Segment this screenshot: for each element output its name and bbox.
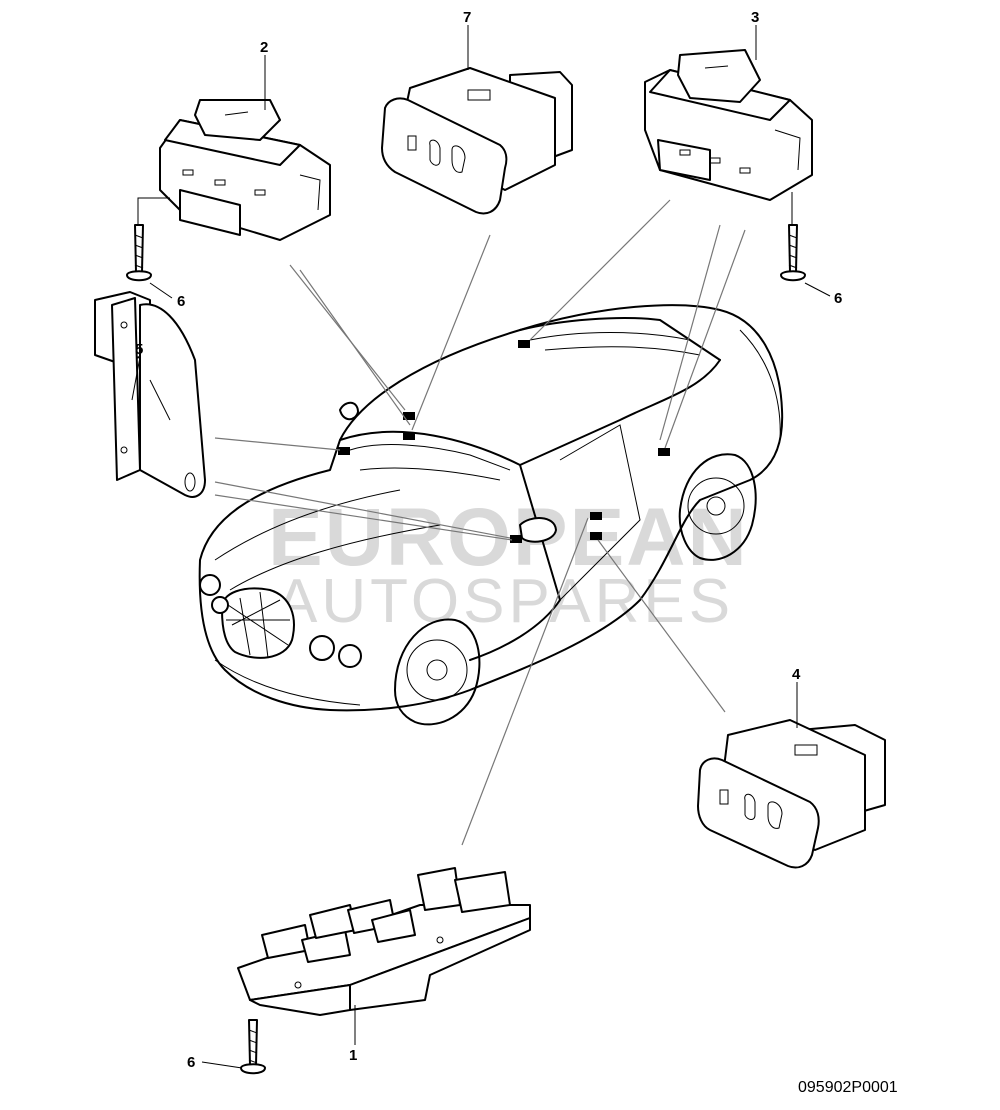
leader-lines xyxy=(131,25,831,1069)
marker-center-a xyxy=(403,412,415,420)
callout-3: 3 xyxy=(751,9,759,26)
callout-4: 4 xyxy=(792,666,801,683)
callout-7: 7 xyxy=(463,9,471,26)
marker-roof xyxy=(518,340,530,348)
marker-center-b xyxy=(403,432,415,440)
car-illustration xyxy=(198,304,784,726)
screw-top-left xyxy=(126,224,152,282)
callout-1: 1 xyxy=(349,1047,357,1064)
callout-6-right: 6 xyxy=(834,290,842,307)
part-4-seat-switch xyxy=(697,719,886,869)
marker-rear xyxy=(658,448,670,456)
part-5-switch xyxy=(94,291,206,498)
marker-door-b xyxy=(590,512,602,520)
part-2-window-switch xyxy=(159,99,331,241)
callout-6-left: 6 xyxy=(177,293,185,310)
reference-code: 095902P0001 xyxy=(798,1079,898,1096)
marker-dash-left xyxy=(338,447,350,455)
screw-top-right xyxy=(780,224,806,282)
pointer-lines xyxy=(214,199,746,846)
callout-2: 2 xyxy=(260,39,268,56)
screw-bottom xyxy=(240,1019,266,1075)
part-1-master-switch xyxy=(237,867,531,1016)
part-7-seat-switch xyxy=(381,67,573,215)
watermark-line2: AUTOSPARES xyxy=(276,567,734,636)
callout-5: 5 xyxy=(135,341,143,358)
marker-door-c xyxy=(590,532,602,540)
callout-6-bottom: 6 xyxy=(187,1054,195,1071)
part-3-window-switch xyxy=(644,49,813,201)
callouts: 2 7 3 6 6 5 4 1 6 xyxy=(135,9,842,1071)
marker-door-a xyxy=(510,535,522,543)
